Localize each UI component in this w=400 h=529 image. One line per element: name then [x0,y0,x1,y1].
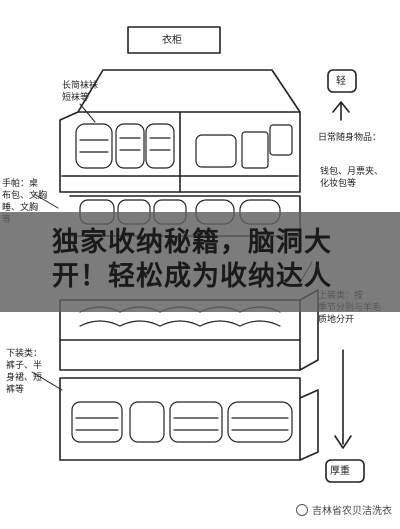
label-socks: 长简袜袜 短袜等 [62,81,99,103]
watermark: 吉林省农贝洁洗衣 [296,502,392,517]
title-banner [0,212,400,312]
banner-title: 独家收纳秘籍，脑洞大开！轻松成为收纳达人 [52,227,332,292]
watermark-text: 吉林省农贝洁洗衣 [312,506,392,517]
drawer-top [59,69,301,193]
label-wallet: 钱包、月票夹、 化妆包等 [320,167,384,189]
label-bottoms: 下装类： 裤子、半 身裙、短 裤等 [6,349,43,395]
label-daily-items: 日常随身物品： [318,133,382,143]
cabinet-sign-frame [127,26,221,54]
weight-arrow [325,69,365,483]
top-arrow-label: 轻 [336,76,346,87]
drawer-bottom [59,377,319,461]
bottom-arrow-label: 厚重 [330,466,350,477]
cabinet-label: 衣柜 [162,35,182,46]
wechat-icon [296,503,308,516]
